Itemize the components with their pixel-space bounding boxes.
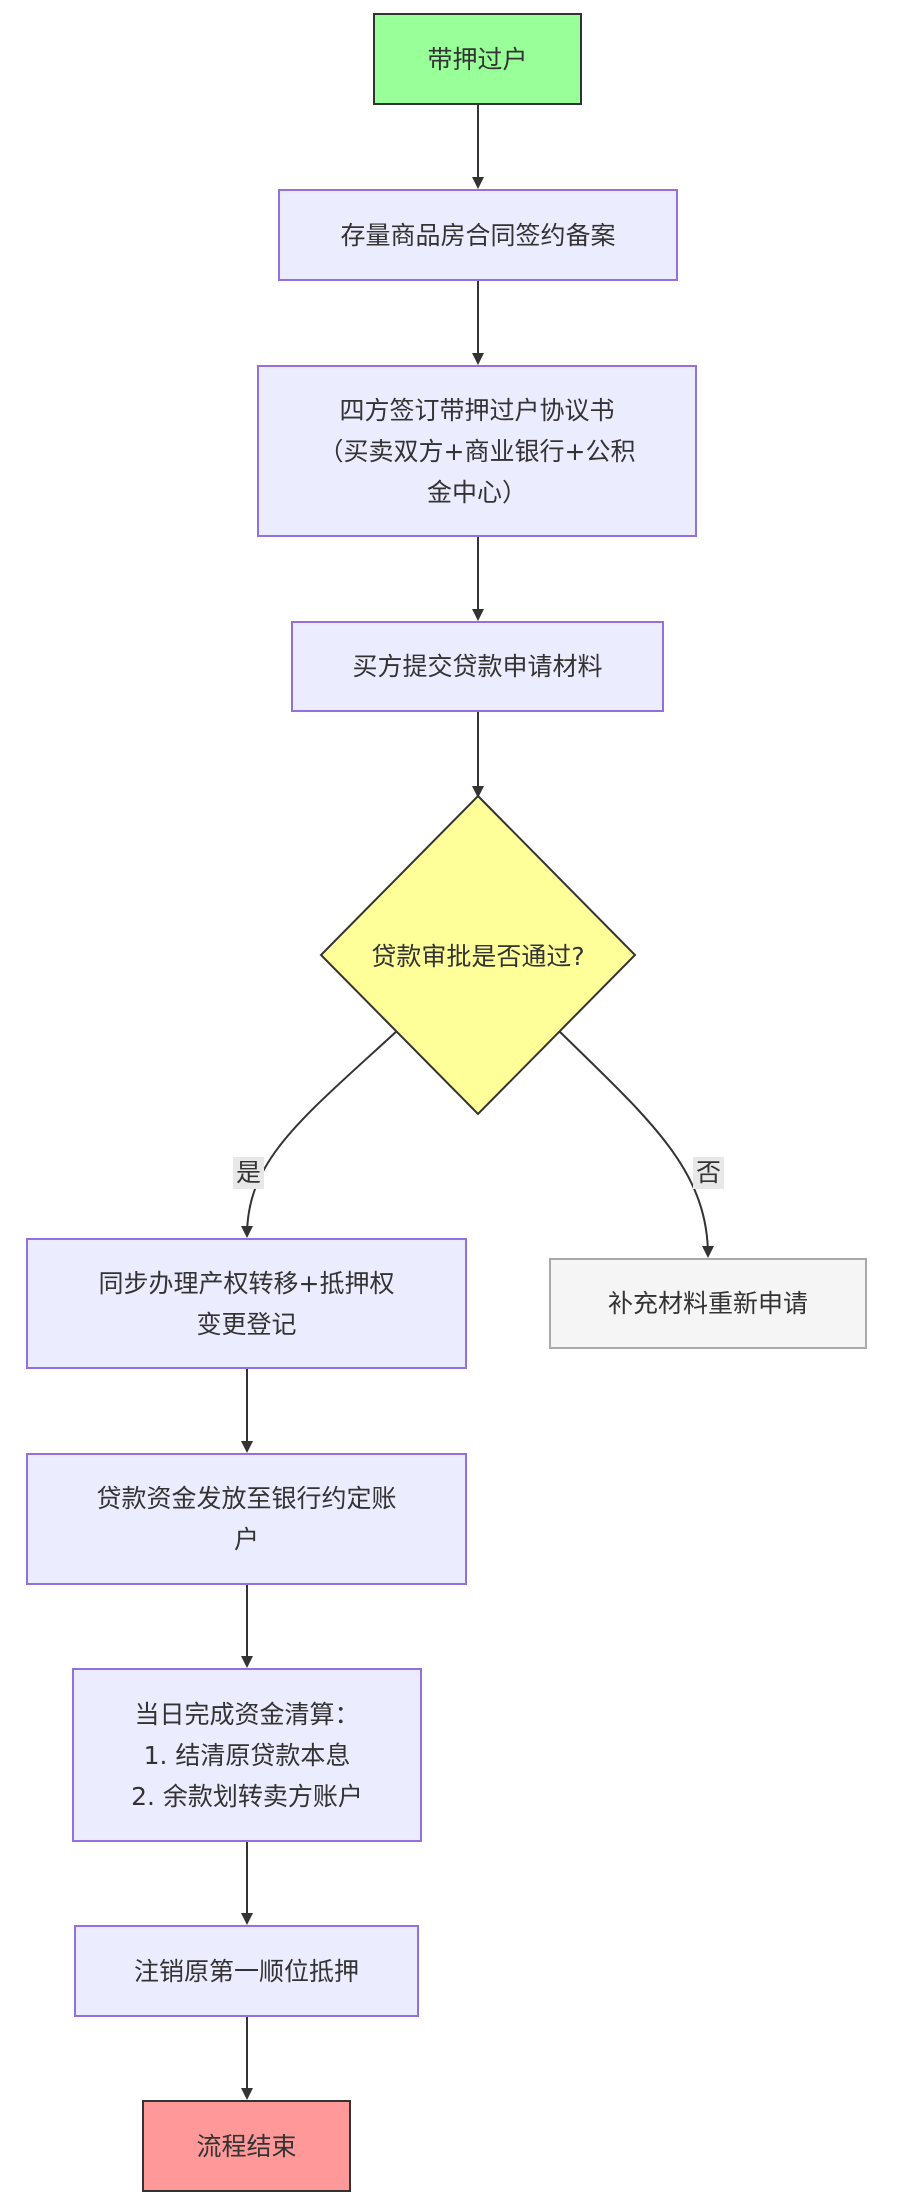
mortgage-cancellation-node: 注销原第一顺位抵押 bbox=[74, 1925, 419, 2017]
edge-label-no: 否 bbox=[693, 1157, 725, 1189]
loan-disbursement-node: 贷款资金发放至银行约定账 户 bbox=[26, 1453, 467, 1585]
property-transfer-registration-node: 同步办理产权转移+抵押权 变更登记 bbox=[26, 1238, 467, 1369]
edge-label-yes: 是 bbox=[233, 1157, 265, 1189]
contract-filing-node: 存量商品房合同签约备案 bbox=[278, 189, 678, 281]
decision-diamond bbox=[319, 794, 637, 1116]
edge-decision-yes bbox=[241, 1029, 399, 1238]
agreement-signing-node: 四方签订带押过户协议书 （买卖双方+商业银行+公积 金中心） bbox=[257, 365, 697, 537]
edge-decision-no bbox=[557, 1029, 714, 1258]
resubmit-materials-node: 补充材料重新申请 bbox=[549, 1258, 867, 1349]
loan-application-node: 买方提交贷款申请材料 bbox=[291, 621, 664, 712]
fund-settlement-node: 当日完成资金清算： 1. 结清原贷款本息 2. 余款划转卖方账户 bbox=[72, 1668, 422, 1842]
loan-approval-decision: 贷款审批是否通过? bbox=[371, 942, 585, 971]
end-node: 流程结束 bbox=[142, 2100, 351, 2192]
start-node: 带押过户 bbox=[373, 13, 582, 105]
